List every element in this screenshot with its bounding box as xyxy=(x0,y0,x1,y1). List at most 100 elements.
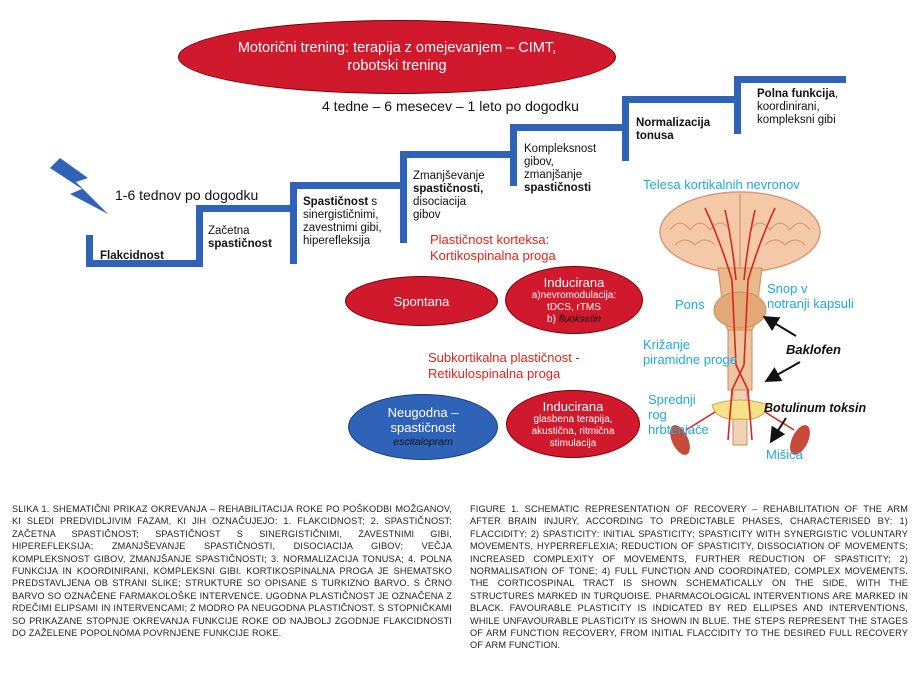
staircase-diagram xyxy=(50,76,846,267)
step-5-l1: Kompleksnost xyxy=(524,143,597,155)
step-2-label: Začetna spastičnost xyxy=(208,225,272,251)
lightning-bolt-icon xyxy=(50,158,108,214)
muscle-icon xyxy=(670,411,810,455)
corticospinal-tract-illustration xyxy=(659,191,821,455)
step-4-riser xyxy=(400,151,407,243)
step-6-b1: Normalizacija xyxy=(636,117,711,129)
motor-training-line2: robotski trening xyxy=(347,58,447,74)
step-5-label: Kompleksnost gibov, zmanjšanje spastično… xyxy=(524,143,596,195)
step-1-bold: Flakcidnost xyxy=(100,250,164,262)
spinal-cord-icon xyxy=(711,389,769,446)
step-5-riser xyxy=(510,124,517,186)
krizanje-label: Križanje piramidne proge xyxy=(643,337,737,367)
step-7-tread xyxy=(734,76,846,83)
neugodna-l2: spastičnost xyxy=(390,419,456,435)
step-2-tread xyxy=(196,205,290,212)
misica-label: Mišica xyxy=(766,447,803,462)
step-4-tread xyxy=(400,151,510,158)
step-3-rest4: hiperefleksija xyxy=(303,235,371,247)
inducirana-cortex-l1: a)nevromodulacija: xyxy=(531,289,617,301)
step-6-b2: tonusa xyxy=(636,130,674,142)
step-1-label: Flakcidnost xyxy=(100,250,164,263)
baklofen-arrow-down xyxy=(764,361,801,382)
krizanje-line2: piramidne proge xyxy=(643,352,737,367)
timeline-late-label: 4 tedne – 6 mesecev – 1 leto po dogodku xyxy=(322,98,579,114)
step-5-l2: gibov, xyxy=(524,156,554,168)
inducirana-cortex-ellipse: Inducirana a)nevromodulacija: tDCS, rTMS… xyxy=(505,266,643,334)
baklofen-arrow-up xyxy=(762,315,797,337)
pons-label: Pons xyxy=(675,297,705,312)
step-7-b1: Polna funkcija xyxy=(757,88,835,100)
step-7-riser xyxy=(734,76,741,134)
step-4-l1: Zmanjševanje xyxy=(413,170,485,182)
telesa-label: Telesa kortikalnih nevronov xyxy=(643,177,800,192)
sprednji-line1: Sprednji xyxy=(648,392,696,407)
motor-training-ellipse: Motorični trening: terapija z omejevanje… xyxy=(178,20,616,94)
step-4-l3: disociacija xyxy=(413,196,467,208)
cortex-line1: Plastičnost korteksa: xyxy=(430,232,550,247)
step-5-b4: spastičnosti xyxy=(524,182,592,194)
sprednji-line3: hrbtenjače xyxy=(648,422,709,437)
botulinum-label: Botulinum toksin xyxy=(764,401,867,415)
step-3-rest1: s xyxy=(368,196,378,208)
inducirana-subcortex-l2: akustična, ritmična xyxy=(531,425,615,437)
step-1-riser xyxy=(86,235,93,267)
step-4-b1: spastičnosti, xyxy=(413,183,484,195)
spontana-ellipse: Spontana xyxy=(345,276,498,326)
step-2-riser xyxy=(196,212,203,267)
step-1-tread xyxy=(86,260,196,267)
spontana-label: Spontana xyxy=(393,293,450,309)
inducirana-cortex-title: Inducirana xyxy=(543,274,605,290)
step-7-r1: , xyxy=(834,88,839,100)
step-4-label: Zmanjševanje spastičnosti, disociacija g… xyxy=(413,170,485,222)
subcortex-line2: Retikulospinalna proga xyxy=(428,366,561,381)
step-7-l2: koordinirani, xyxy=(757,101,820,113)
cortex-line2: Kortikospinalna proga xyxy=(430,248,556,263)
neugodna-l1: Neugodna – xyxy=(387,404,459,420)
step-5-tread xyxy=(510,124,622,131)
snop-line1: Snop v xyxy=(767,281,808,296)
fluoksetin-drug: fluoksetin xyxy=(558,313,601,325)
snop-label: Snop v notranji kapsuli xyxy=(767,281,854,311)
step-6-riser xyxy=(622,96,629,161)
step-5-l3: zmanjšanje xyxy=(524,169,583,181)
inducirana-subcortex-title: Inducirana xyxy=(542,398,604,414)
step-3-riser xyxy=(290,182,297,264)
inducirana-subcortex-ellipse: Inducirana glasbena terapija, akustična,… xyxy=(506,390,640,458)
neugodna-ellipse: Neugodna – spastičnost escitalopram xyxy=(348,394,498,460)
inducirana-subcortex-l1: glasbena terapija, xyxy=(533,413,613,425)
drug-arrows xyxy=(762,315,801,444)
timeline-early-label: 1-6 tednov po dogodku xyxy=(115,187,259,203)
sprednji-line2: rog xyxy=(648,407,667,422)
subcortical-plasticity-heading: Subkortikalna plastičnost - Retikulospin… xyxy=(428,350,580,382)
step-3-tread xyxy=(290,182,400,189)
subcortex-line1: Subkortikalna plastičnost - xyxy=(428,350,580,365)
inducirana-subcortex-l3: stimulacija xyxy=(549,437,597,449)
step-7-l3: kompleksni gibi xyxy=(757,114,836,126)
snop-line2: notranji kapsuli xyxy=(767,296,854,311)
step-3-rest3: zavestnimi gibi, xyxy=(303,222,382,234)
inducirana-cortex-l2: tDCS, rTMS xyxy=(547,301,601,313)
step-2-bold: spastičnost xyxy=(208,238,272,250)
botulinum-arrow xyxy=(769,417,787,444)
caption-slovene: SLIKA 1. SHEMATIČNI PRIKAZ OKREVANJA – R… xyxy=(12,504,452,639)
cortex-plasticity-heading: Plastičnost korteksa: Kortikospinalna pr… xyxy=(430,232,556,264)
caption-english: FIGURE 1. SCHEMATIC REPRESENTATION OF RE… xyxy=(470,504,908,651)
escitalopram-drug: escitalopram xyxy=(393,435,453,448)
step-3-rest2: sinergističnimi, xyxy=(303,209,379,221)
krizanje-line1: Križanje xyxy=(643,337,690,352)
step-2-pre: Začetna xyxy=(208,225,250,237)
step-7-label: Polna funkcija, koordinirani, kompleksni… xyxy=(757,88,838,127)
step-6-label: Normalizacija tonusa xyxy=(636,117,710,143)
step-6-tread xyxy=(622,96,734,103)
motor-training-line1: Motorični trening: terapija z omejevanje… xyxy=(237,40,557,56)
brainstem-icon xyxy=(713,267,767,391)
step-3-label: Spastičnost s sinergističnimi, zavestnim… xyxy=(303,196,382,248)
step-4-l4: gibov xyxy=(413,209,441,221)
corticospinal-tract-lines xyxy=(704,207,776,441)
staircase-steps xyxy=(86,76,846,267)
inducirana-cortex-l3: b) xyxy=(547,313,559,325)
sprednji-rog-label: Sprednji rog hrbtenjače xyxy=(648,392,709,437)
step-3-bold: Spastičnost xyxy=(303,196,369,208)
baklofen-label: Baklofen xyxy=(786,342,841,357)
